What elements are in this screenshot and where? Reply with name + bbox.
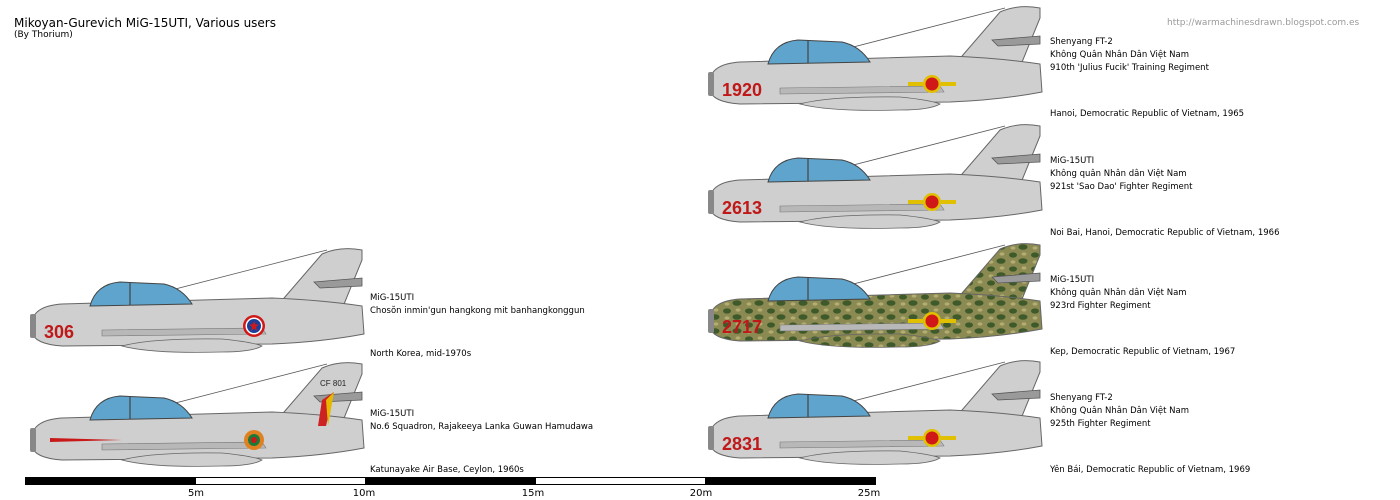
vietnam-roundel-center	[925, 195, 939, 209]
byline: (By Thorium)	[14, 30, 73, 40]
roundel-bar-right	[941, 319, 956, 323]
aircraft-profile-1920: 1920	[708, 6, 1043, 111]
scale-tick-5m: 5m	[187, 488, 205, 499]
aircraft-profile-306: 306	[30, 248, 365, 353]
serial-number: 2613	[722, 198, 762, 218]
tail-fin	[270, 362, 363, 429]
tail-fin	[948, 6, 1041, 73]
tailplane	[313, 277, 363, 289]
tail-flag-stripe	[326, 392, 334, 426]
wing	[779, 439, 945, 449]
caption-2717-location: Kep, Democratic Republic of Vietnam, 196…	[1050, 347, 1236, 357]
tailplane	[991, 272, 1041, 284]
intake	[708, 309, 714, 333]
tail-fin	[948, 360, 1041, 427]
caption-2831-location: Yên Bái, Democratic Republic of Vietnam,…	[1050, 465, 1251, 475]
roundel-bar-left	[908, 319, 923, 323]
caption-1920: Shenyang FT-2 Không Quân Nhân Dân Việt N…	[1050, 37, 1209, 73]
aircraft-profile-2613: 2613	[708, 124, 1043, 229]
wing	[779, 322, 945, 332]
scale-bar	[25, 477, 876, 485]
canopy	[767, 157, 871, 183]
canopy	[89, 395, 193, 421]
caption-2613: MiG-15UTI Không quân Nhân dân Việt Nam 9…	[1050, 156, 1193, 192]
tailplane	[991, 35, 1041, 47]
serial-number: 306	[44, 322, 74, 342]
drop-tank	[120, 452, 263, 467]
vietnam-roundel-center	[925, 77, 939, 91]
wing	[101, 441, 267, 451]
tail-fin	[270, 248, 363, 315]
drop-tank	[798, 96, 941, 111]
caption-306: MiG-15UTI Chosŏn inmin'gun hangkong mit …	[370, 293, 585, 316]
roundel-bar-right	[941, 436, 956, 440]
caption-cf801-location: Katunayake Air Base, Ceylon, 1960s	[370, 465, 524, 475]
caption-2613-location: Noi Bai, Hanoi, Democratic Republic of V…	[1050, 228, 1280, 238]
drop-tank	[798, 450, 941, 465]
intake	[708, 190, 714, 214]
aircraft-profile-2831: 2831	[708, 360, 1043, 465]
scale-tick-15m: 15m	[521, 488, 545, 499]
scale-tick-10m: 10m	[352, 488, 376, 499]
tail-fin	[948, 124, 1041, 191]
serial-number: 1920	[722, 80, 762, 100]
tail-code: CF 801	[320, 379, 347, 388]
aircraft-profile-2717: 2717	[708, 243, 1043, 348]
canopy	[89, 281, 193, 307]
intake	[30, 428, 36, 452]
canopy	[767, 393, 871, 419]
canopy	[767, 39, 871, 65]
wing	[779, 85, 945, 95]
serial-number: 2831	[722, 434, 762, 454]
roundel-bar-left	[908, 82, 923, 86]
caption-cf801: MiG-15UTI No.6 Squadron, Rajakeeya Lanka…	[370, 409, 594, 432]
scale-tick-20m: 20m	[689, 488, 713, 499]
roundel-bar-right	[941, 200, 956, 204]
roundel-bar-left	[908, 200, 923, 204]
intake	[708, 72, 714, 96]
tailplane	[991, 153, 1041, 165]
caption-1920-location: Hanoi, Democratic Republic of Vietnam, 1…	[1050, 109, 1245, 119]
caption-2831: Shenyang FT-2 Không Quân Nhân Dân Việt N…	[1050, 393, 1190, 429]
vietnam-roundel-center	[925, 314, 939, 328]
roundel-bar-right	[941, 82, 956, 86]
tailplane	[991, 389, 1041, 401]
source-url: http://warmachinesdrawn.blogspot.com.es	[1167, 18, 1360, 28]
drop-tank	[798, 333, 941, 348]
vietnam-roundel-center	[925, 431, 939, 445]
fuselage-stripe	[50, 438, 122, 442]
tail-fin	[948, 243, 1041, 310]
intake	[708, 426, 714, 450]
canopy	[767, 276, 871, 302]
drop-tank	[798, 214, 941, 229]
roundel-bar-left	[908, 436, 923, 440]
drop-tank	[120, 338, 263, 353]
caption-306-location: North Korea, mid-1970s	[370, 349, 472, 359]
caption-2717: MiG-15UTI Không quân Nhân dân Việt Nam 9…	[1050, 275, 1187, 311]
wing	[101, 327, 267, 337]
page-title: Mikoyan-Gurevich MiG-15UTI, Various user…	[14, 16, 276, 30]
wing	[779, 203, 945, 213]
roundel-center	[251, 437, 257, 443]
roundel-star	[249, 321, 259, 331]
aircraft-profile-cf801: CF 801	[30, 362, 365, 467]
scale-tick-25m: 25m	[857, 488, 881, 499]
intake	[30, 314, 36, 338]
serial-number: 2717	[722, 317, 762, 337]
